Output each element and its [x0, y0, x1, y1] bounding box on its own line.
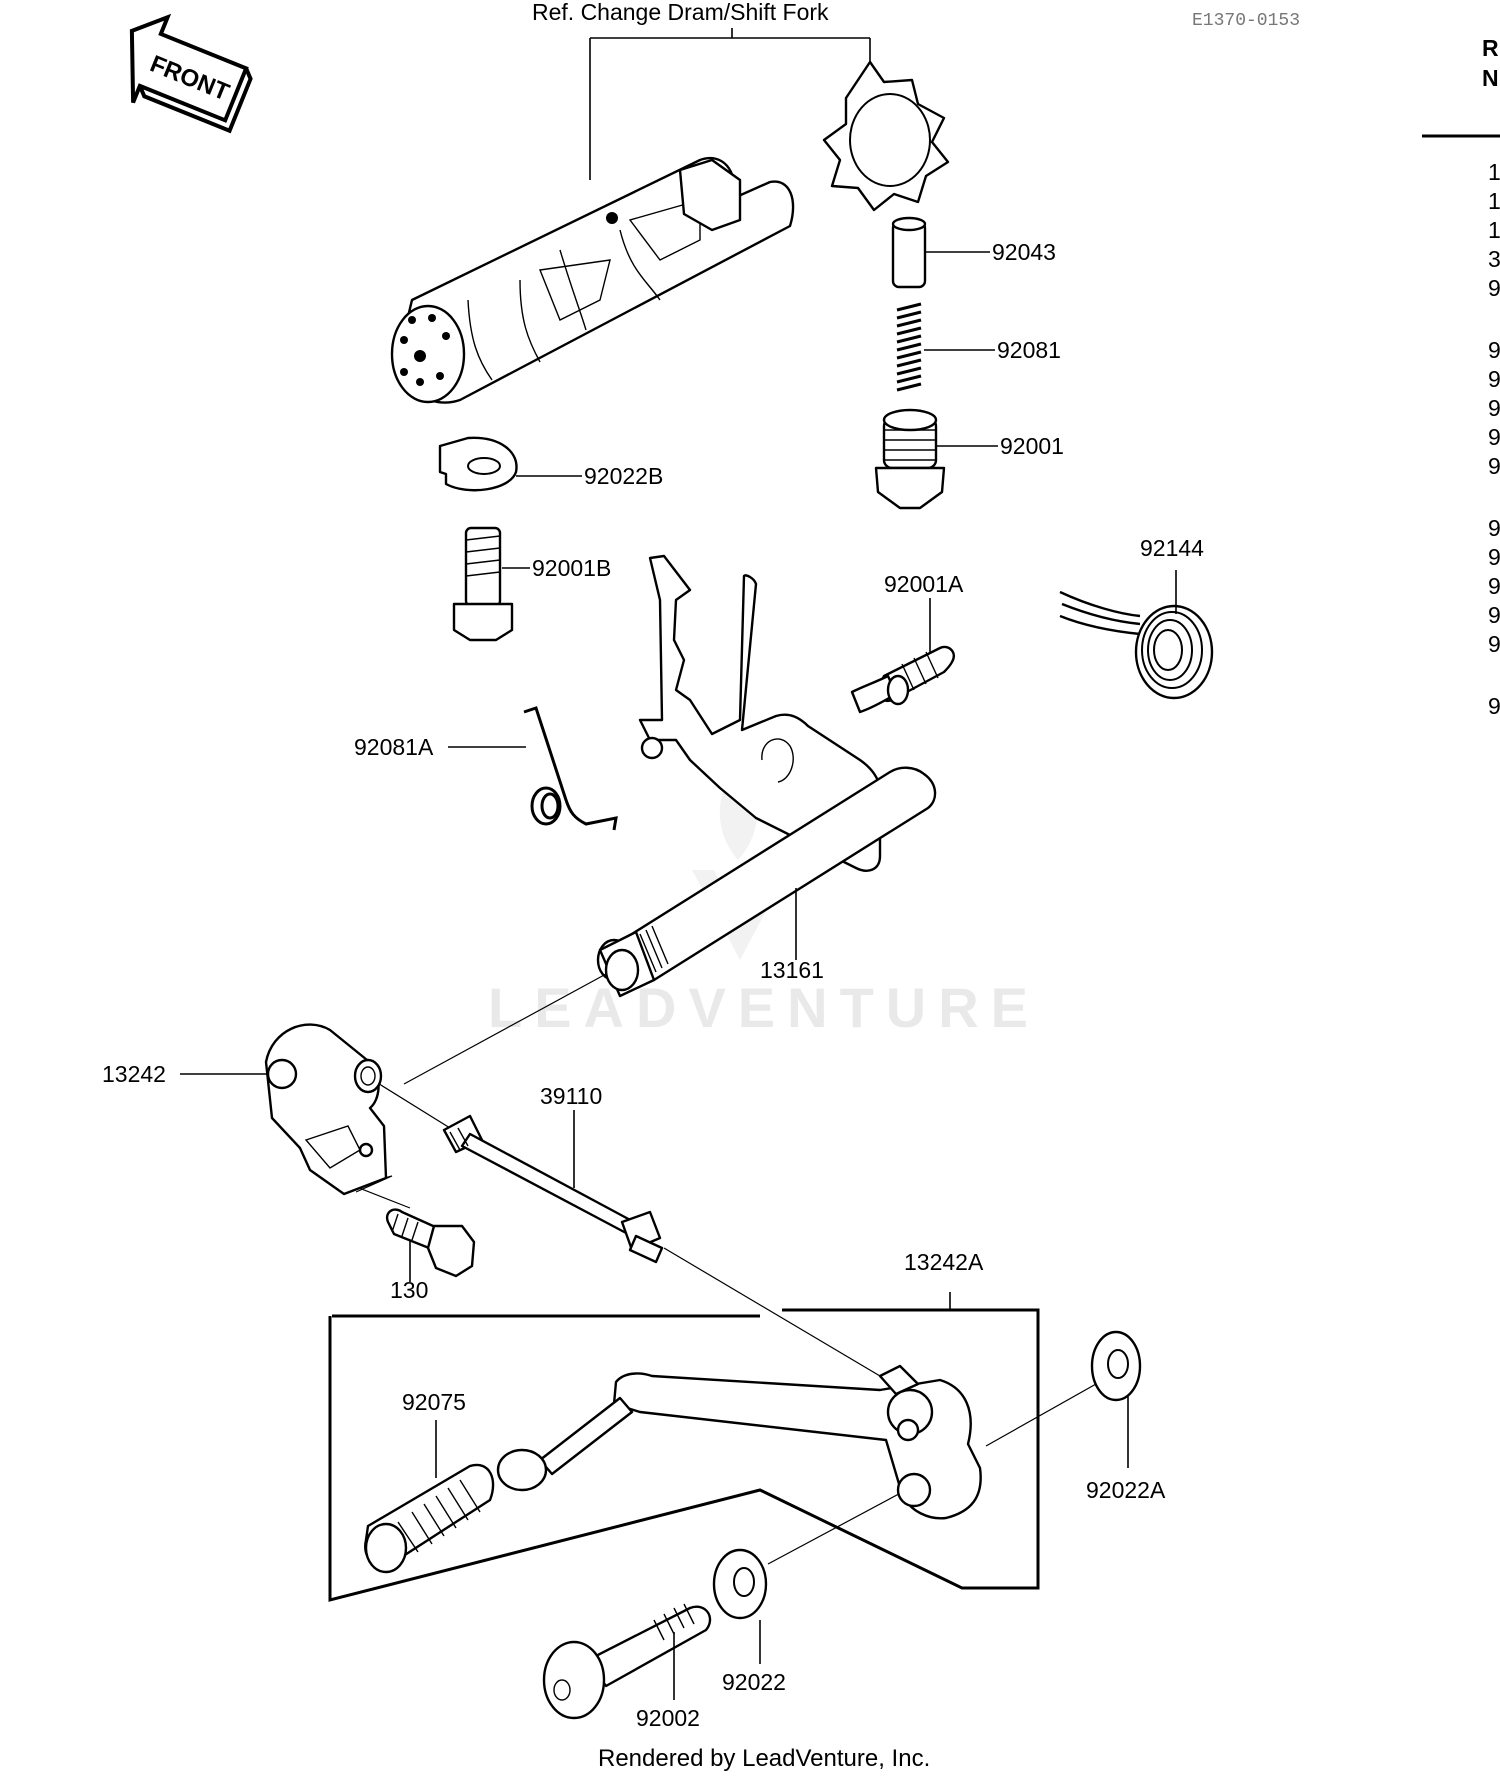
cam-plate — [822, 60, 950, 212]
reference-column: R N 1 1 1 3 9 9 9 9 9 9 9 9 9 9 9 9 — [1422, 35, 1500, 719]
outer-washer — [1090, 1330, 1142, 1402]
assembly-line-b — [375, 1081, 451, 1129]
assembly-line-a — [403, 973, 607, 1085]
stud — [850, 645, 955, 714]
diagram-code: E1370-0153 — [1192, 11, 1300, 31]
assembly-line-e — [767, 1487, 911, 1565]
assembly-line-c — [663, 1247, 881, 1377]
column-header-bottom: N — [1482, 65, 1499, 91]
pedal-assembly-box — [328, 1308, 1040, 1602]
shift-drum — [390, 157, 795, 404]
label-39110: 39110 — [540, 1083, 602, 1109]
label-92075: 92075 — [402, 1389, 466, 1415]
tie-rod — [442, 1114, 664, 1264]
ref-row: 1 — [1488, 159, 1500, 185]
shift-pedal — [496, 1364, 982, 1520]
label-92001A: 92001A — [884, 571, 964, 597]
clamp-bolt — [385, 1208, 476, 1278]
label-13242A: 13242A — [904, 1249, 984, 1275]
ref-row: 9 — [1488, 424, 1500, 450]
label-92001: 92001 — [1000, 433, 1064, 459]
pedal-rubber — [364, 1463, 495, 1574]
ref-note: Ref. Change Dram/Shift Fork — [532, 0, 829, 25]
label-92144: 92144 — [1140, 535, 1204, 561]
pin — [891, 216, 927, 289]
ref-row: 1 — [1488, 188, 1500, 214]
shift-lever-clamp — [264, 1023, 388, 1196]
shoulder-bolt — [542, 1603, 712, 1720]
bolt — [452, 526, 514, 642]
label-92081A: 92081A — [354, 734, 434, 760]
holder-plug — [874, 408, 946, 510]
label-92001B: 92001B — [532, 555, 611, 581]
label-92043: 92043 — [992, 239, 1056, 265]
shift-shaft — [596, 554, 937, 998]
ref-row: 9 — [1488, 602, 1500, 628]
label-130: 130 — [390, 1277, 428, 1303]
ref-row: 9 — [1488, 573, 1500, 599]
column-header-top: R — [1482, 35, 1499, 61]
ref-row: 9 — [1488, 693, 1500, 719]
label-13161: 13161 — [760, 957, 824, 983]
label-92022A: 92022A — [1086, 1477, 1166, 1503]
ref-row: 9 — [1488, 395, 1500, 421]
label-92022B: 92022B — [584, 463, 663, 489]
ref-row: 9 — [1488, 631, 1500, 657]
lock-washer — [438, 436, 518, 492]
label-92002: 92002 — [636, 1705, 700, 1731]
credit: Rendered by LeadVenture, Inc. — [598, 1745, 930, 1772]
inner-washer — [712, 1548, 768, 1620]
ref-row: 1 — [1488, 217, 1500, 243]
label-13242: 13242 — [102, 1061, 166, 1087]
spring — [896, 302, 922, 392]
ref-bracket — [589, 28, 871, 180]
ref-row: 9 — [1488, 453, 1500, 479]
ref-row: 9 — [1488, 337, 1500, 363]
ref-row: 9 — [1488, 275, 1500, 301]
return-spring — [523, 706, 618, 831]
torsion-spring — [1059, 590, 1214, 700]
ref-row: 9 — [1488, 544, 1500, 570]
front-arrow-icon: FRONT — [129, 13, 253, 134]
assembly-line-d — [985, 1383, 1097, 1447]
label-92022: 92022 — [722, 1669, 786, 1695]
ref-row: 9 — [1488, 366, 1500, 392]
watermark-text: LEADVENTURE — [488, 976, 1040, 1039]
label-92081: 92081 — [997, 337, 1061, 363]
ref-row: 9 — [1488, 515, 1500, 541]
ref-row: 3 — [1488, 246, 1500, 272]
